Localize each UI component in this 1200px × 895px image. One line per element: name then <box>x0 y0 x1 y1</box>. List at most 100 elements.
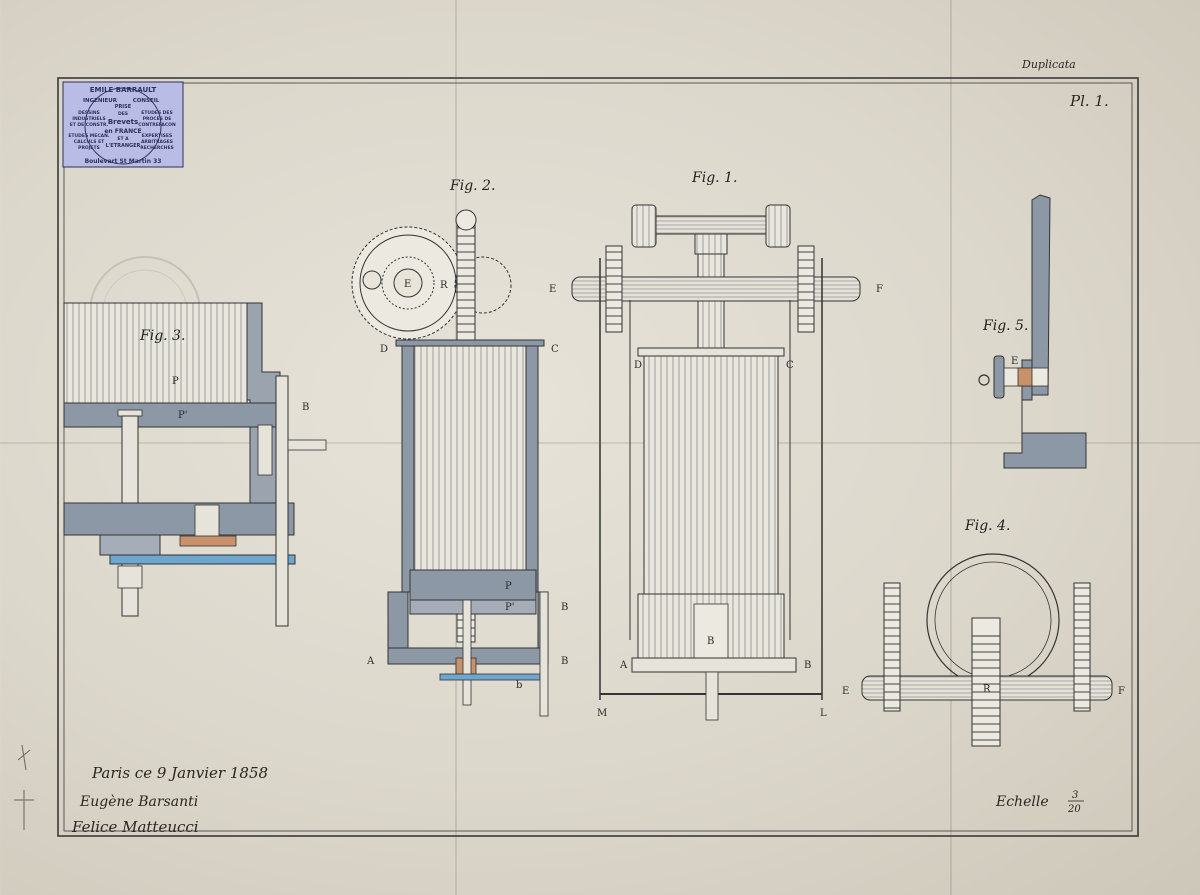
fig5-title: Fig. 5. <box>982 318 1028 334</box>
stamp-center-line: ET A <box>117 136 129 142</box>
duplicata-text: Duplicata <box>1021 58 1076 71</box>
fig1-base-plate <box>631 657 797 673</box>
stamp-center-line: PRISE <box>115 104 132 110</box>
label-R: R <box>440 280 448 291</box>
fig3-copper-seat <box>179 535 237 547</box>
fig1-main-shaft <box>571 276 861 302</box>
label-B-valve: B <box>707 636 714 647</box>
label-B-fig1: B <box>804 660 811 671</box>
fig3-vertical-rod <box>275 375 289 627</box>
border-frame-outer <box>57 77 1139 837</box>
fig2-piston-p <box>409 569 537 601</box>
label-B-upper: B <box>561 602 568 613</box>
fig3-handle <box>287 439 327 451</box>
fig2-ratchet <box>381 256 435 310</box>
fig3-nut <box>117 409 143 417</box>
border-frame-inner <box>63 82 1133 832</box>
figure-4: Fig. 4. R E F <box>842 518 1125 747</box>
label-P: P <box>172 376 179 387</box>
fig3-side-slot <box>257 424 273 476</box>
stamp-center-line: Brevets <box>108 118 138 126</box>
stamp-right-line: PROCES DE <box>143 116 172 122</box>
fig2-top-flange <box>395 339 545 347</box>
label-L: L <box>820 708 827 719</box>
scale-numerator: 3 <box>1072 790 1078 801</box>
fig1-cylinder-cap <box>637 347 785 357</box>
fig3-valve <box>194 504 220 540</box>
label-B: B <box>302 402 309 413</box>
fig2-rack-top <box>455 209 477 231</box>
label-F-fig4: F <box>1118 686 1125 697</box>
fig3-blue-rod <box>109 554 296 565</box>
signature-matteucci: Felice Matteucci <box>71 818 199 836</box>
stamp-left-line: INDUSTRIELS <box>72 116 105 122</box>
stamp-right-line: CONTREFACON <box>138 122 176 128</box>
signature-barsanti: Eugène Barsanti <box>79 794 198 810</box>
fig2-piston-p-prime <box>409 599 537 615</box>
label-b: b <box>516 680 522 691</box>
fig2-pawl-pivot <box>362 270 382 290</box>
fig1-title: Fig. 1. <box>691 170 737 186</box>
fig3-base-boss <box>99 534 161 556</box>
fig1-crank-bar <box>655 215 767 235</box>
fig1-crank-wheel-right <box>765 204 791 248</box>
label-E-fig5: E <box>1011 356 1018 367</box>
fig2-hub <box>393 268 423 298</box>
fig2-wall-right <box>525 341 539 593</box>
fig4-center-block <box>971 617 1001 637</box>
scale-note: Echelle 3 20 <box>995 790 1084 815</box>
fig4-gear-left <box>883 582 901 712</box>
scale-denominator: 20 <box>1067 804 1081 815</box>
label-F-fig1: F <box>876 284 883 295</box>
fig1-gear-left <box>605 245 623 333</box>
fig2-cylinder-bore <box>413 341 527 571</box>
fig4-gear-right <box>1073 582 1091 712</box>
stamp-center-line: DES <box>118 111 128 117</box>
fig1-gear-right <box>797 245 815 333</box>
fig1-bottom-stem <box>705 671 719 721</box>
stamp-right-line: ARBITRAGES <box>141 139 173 145</box>
label-P-prime: P' <box>178 410 187 421</box>
label-M: M <box>597 708 607 719</box>
fig3-title: Fig. 3. <box>139 328 185 344</box>
fig1-crosshead <box>694 233 728 255</box>
fig3-base <box>63 502 295 536</box>
fig4-center-gear <box>971 617 1001 747</box>
figure-2: Fig. 2. E R D <box>351 178 568 717</box>
stamp-center-line: en FRANCE <box>104 128 141 135</box>
label-P-prime-fig2: P' <box>505 602 514 613</box>
label-P-fig2: P <box>505 581 512 592</box>
stamp-left-line: ET DE CONSTR. <box>70 122 109 128</box>
scale-label: Echelle <box>995 794 1049 810</box>
fig2-title: Fig. 2. <box>449 178 495 194</box>
fig1-crank-wheel-left <box>631 204 657 248</box>
stamp-right-line: ETUDES DES <box>141 110 172 116</box>
stamp-left-line: ETUDES MECAN. <box>68 133 110 139</box>
label-A-fig1: A <box>619 660 628 671</box>
label-D-fig1: D <box>634 360 642 371</box>
label-C: C <box>551 344 559 355</box>
fig2-small-gear <box>454 256 512 314</box>
paper-fold-line <box>950 0 952 895</box>
label-E-fig4: E <box>842 686 849 697</box>
figure-1: Fig. 1. E F B D <box>549 170 883 721</box>
stamp-center-line: L'ETRANGER <box>106 143 141 149</box>
label-D: D <box>380 344 388 355</box>
fig4-title: Fig. 4. <box>964 518 1010 534</box>
fig2-shaft <box>462 599 472 706</box>
stamp-address: Boulevart St Martin 33 <box>85 158 162 165</box>
margin-sketch <box>14 744 34 830</box>
label-R-fig4: R <box>983 684 991 695</box>
stamp-role-left: INGENIEUR <box>83 98 118 104</box>
fig5-ring <box>978 374 990 386</box>
fig1-piston-rod <box>697 253 725 351</box>
figure-5: Fig. 5. E <box>978 194 1087 469</box>
stamp-left-line: DESSINS <box>78 110 100 116</box>
label-E: E <box>404 279 411 290</box>
stamp-role-right: CONSEIL <box>133 98 160 104</box>
fig5-section <box>1003 194 1087 469</box>
engineer-stamp: EMILE BARRAULT INGENIEUR CONSEIL PRISE D… <box>62 81 184 168</box>
stamp-left-line: PROJETS <box>78 145 100 151</box>
